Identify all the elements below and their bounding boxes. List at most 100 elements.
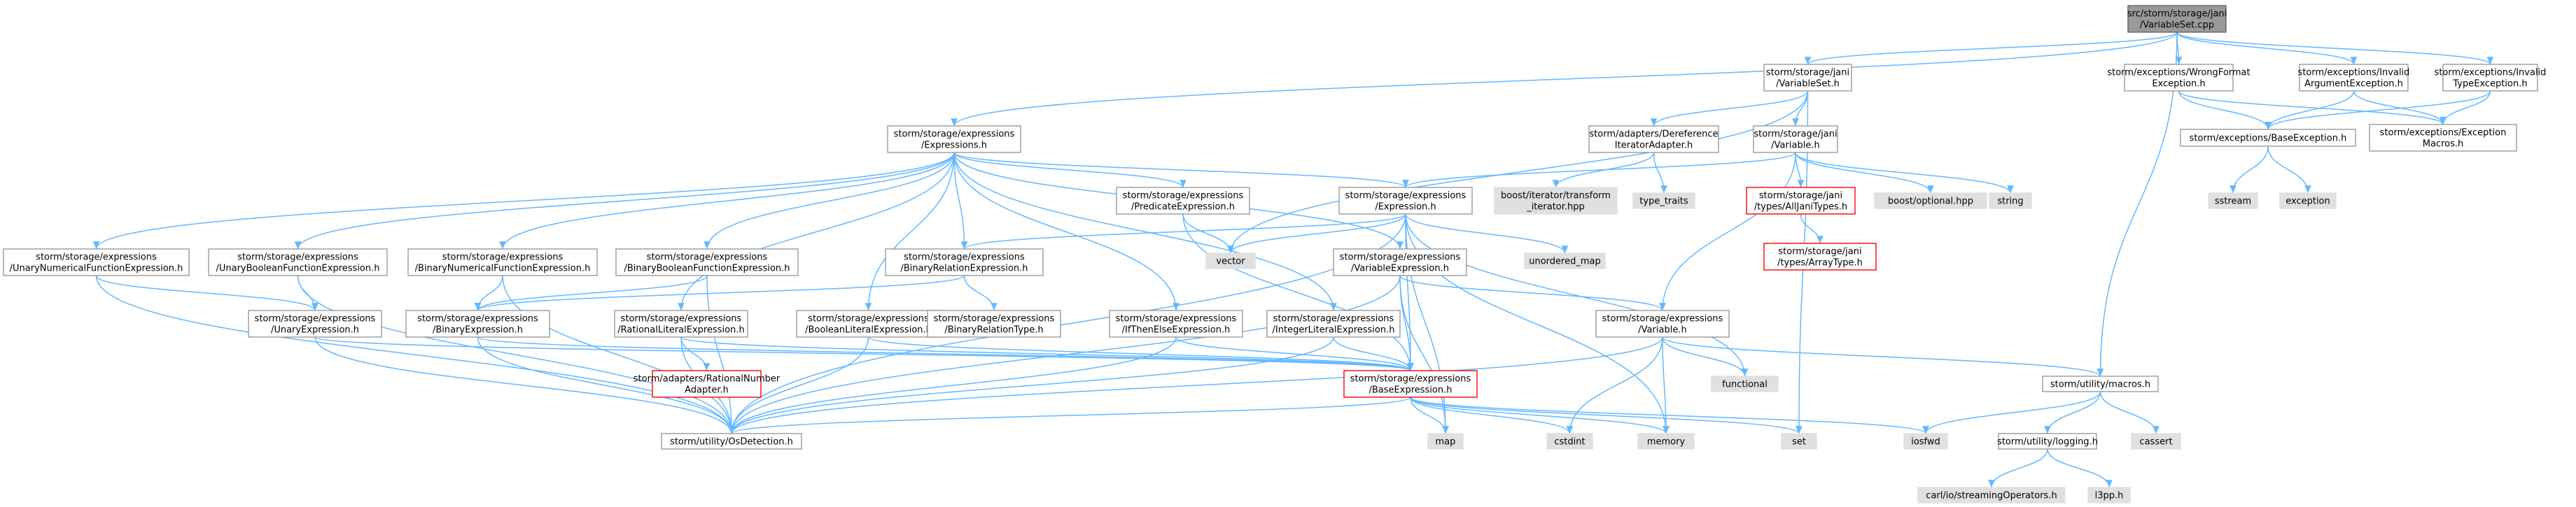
node-box-cassert (2131, 433, 2181, 450)
node-box-variable_expr (1595, 310, 1730, 338)
node-invalidarg[interactable]: storm/exceptions/InvalidArgumentExceptio… (2298, 64, 2410, 92)
node-unary[interactable]: storm/storage/expressions/UnaryExpressio… (248, 310, 382, 338)
node-sstream: sstream (2208, 192, 2258, 209)
node-label-intlit-1: /IntegerLiteralExpression.h (1273, 325, 1395, 336)
edge-expressions_h-to-unnumfunc (92, 152, 955, 250)
node-varexpr[interactable]: storm/storage/expressions/VariableExpres… (1333, 248, 1467, 276)
node-label-unnumfunc-0: storm/storage/expressions (36, 252, 157, 263)
node-label-binreltype-0: storm/storage/expressions (934, 314, 1055, 324)
node-label-unary-0: storm/storage/expressions (255, 314, 376, 324)
node-label-unnumfunc-1: /UnaryNumericalFunctionExpression.h (10, 264, 183, 274)
edge-root-to-invalidarg (2176, 31, 2358, 65)
node-box-predicate (1116, 187, 1250, 215)
edge-variable_jani-to-string (1795, 152, 2014, 194)
node-label-expression-1: /Expression.h (1375, 202, 1436, 213)
edge-binrel-to-binary (475, 275, 965, 311)
node-label-root-1: /VariableSet.cpp (2140, 20, 2214, 31)
edge-binary-to-baseexpr (477, 336, 1414, 371)
node-label-wrongformat-0: storm/exceptions/WrongFormat (2107, 68, 2250, 78)
node-expression[interactable]: storm/storage/expressions/Expression.h (1338, 187, 1473, 215)
edge-expression-to-vector (1227, 213, 1406, 254)
node-variable_expr[interactable]: storm/storage/expressions/Variable.h (1595, 310, 1730, 338)
edge-layer (92, 31, 2494, 488)
node-memory: memory (1637, 433, 1695, 450)
edge-unboolfunc-to-osdetect (297, 275, 735, 434)
node-box-unary (248, 310, 382, 338)
node-label-unary-1: /UnaryExpression.h (271, 325, 359, 336)
node-predicate[interactable]: storm/storage/expressions/PredicateExpre… (1116, 187, 1250, 215)
node-label-binrel-0: storm/storage/expressions (904, 252, 1025, 263)
node-variable_jani[interactable]: storm/storage/jani/Variable.h (1753, 125, 1838, 153)
edge-ratlit-to-ratnumadapter (680, 336, 710, 371)
edge-varset_h-to-vector (1227, 90, 1809, 254)
node-binary[interactable]: storm/storage/expressions/BinaryExpressi… (405, 310, 550, 338)
node-label-excmacros-0: storm/exceptions/Exception (2380, 128, 2507, 138)
node-box-wrongformat (2124, 64, 2234, 92)
edge-baseexpr-to-cstdint (1410, 397, 1574, 434)
edge-varexpr-to-variable_expr (1399, 275, 1666, 311)
node-arraytype[interactable]: storm/storage/jani/types/ArrayType.h (1763, 243, 1877, 271)
node-boost_opt: boost/optional.hpp (1874, 192, 1987, 209)
edge-expression-to-baseexpr (1405, 213, 1414, 371)
node-box-vector (1205, 252, 1256, 269)
node-label-intlit-0: storm/storage/expressions (1273, 314, 1394, 324)
edge-deref-to-type_traits (1653, 152, 1667, 194)
node-set: set (1781, 433, 1817, 450)
node-varset_h[interactable]: storm/storage/jani/VariableSet.h (1763, 64, 1852, 92)
node-ite[interactable]: storm/storage/expressions/IfThenElseExpr… (1109, 310, 1243, 338)
node-deref[interactable]: storm/adapters/DereferenceIteratorAdapte… (1588, 125, 1719, 153)
edge-binboolfunc-to-binary (474, 275, 708, 311)
edge-invalidtype-to-excmacros (2440, 90, 2491, 125)
node-binboolfunc[interactable]: storm/storage/expressions/BinaryBooleanF… (615, 248, 799, 276)
node-unboolfunc[interactable]: storm/storage/expressions/UnaryBooleanFu… (208, 248, 388, 276)
node-label-invalidarg-0: storm/exceptions/Invalid (2298, 68, 2410, 78)
node-box-l3pp (2087, 487, 2131, 504)
node-type_traits: type_traits (1632, 192, 1695, 209)
node-alljanitypes[interactable]: storm/storage/jani/types/AllJaniTypes.h (1746, 187, 1856, 215)
node-unnumfunc[interactable]: storm/storage/expressions/UnaryNumerical… (3, 248, 190, 276)
node-osdetect[interactable]: storm/utility/OsDetection.h (661, 433, 802, 450)
node-box-logging (1998, 433, 2097, 450)
edge-root-to-invalidtype (2176, 31, 2494, 65)
node-box-varset_h (1763, 64, 1852, 92)
node-label-sstream-0: sstream (2215, 197, 2251, 207)
edge-expression-to-binrel (960, 213, 1406, 250)
edge-varexpr-to-baseexpr (1399, 275, 1414, 371)
node-label-unboolfunc-1: /UnaryBooleanFunctionExpression.h (216, 264, 379, 274)
node-box-binreltype (927, 310, 1061, 338)
node-box-arraytype (1763, 243, 1877, 271)
node-box-binary (405, 310, 550, 338)
edge-root-to-expressions_h (951, 31, 2178, 127)
node-label-varset_h-0: storm/storage/jani (1766, 68, 1849, 78)
node-box-boollit (796, 310, 941, 338)
node-l3pp: l3pp.h (2087, 487, 2131, 504)
node-ratlit[interactable]: storm/storage/expressions/RationalLitera… (614, 310, 748, 338)
edge-predicate-to-baseexpr (1182, 213, 1414, 371)
node-label-string-0: string (1997, 197, 2023, 207)
node-binrel[interactable]: storm/storage/expressions/BinaryRelation… (885, 248, 1044, 276)
edge-ite-to-baseexpr (1175, 336, 1414, 371)
node-logging[interactable]: storm/utility/logging.h (1997, 433, 2098, 450)
node-label-varexpr-0: storm/storage/expressions (1340, 252, 1461, 263)
node-box-boost_opt (1874, 192, 1987, 209)
node-binnumfunc[interactable]: storm/storage/expressions/BinaryNumerica… (407, 248, 598, 276)
node-label-functional-0: functional (1722, 380, 1768, 390)
node-label-iosfwd-0: iosfwd (1911, 437, 1940, 448)
node-baseexpr[interactable]: storm/storage/expressions/BaseExpression… (1343, 370, 1478, 398)
node-macros[interactable]: storm/utility/macros.h (2042, 376, 2159, 392)
node-label-macros-0: storm/utility/macros.h (2050, 380, 2150, 390)
node-baseexc[interactable]: storm/exceptions/BaseException.h (2180, 129, 2356, 147)
node-intlit[interactable]: storm/storage/expressions/IntegerLiteral… (1266, 310, 1401, 338)
node-expressions_h[interactable]: storm/storage/expressions/Expressions.h (887, 125, 1021, 153)
node-binreltype[interactable]: storm/storage/expressions/BinaryRelation… (927, 310, 1061, 338)
node-root[interactable]: src/storm/storage/jani/VariableSet.cpp (2127, 5, 2227, 33)
node-label-ratlit-1: /RationalLiteralExpression.h (617, 325, 744, 336)
node-label-arraytype-1: /types/ArrayType.h (1777, 258, 1863, 269)
edge-expressions_h-to-intlit (953, 152, 1337, 311)
node-boollit[interactable]: storm/storage/expressions/BooleanLiteral… (796, 310, 941, 338)
